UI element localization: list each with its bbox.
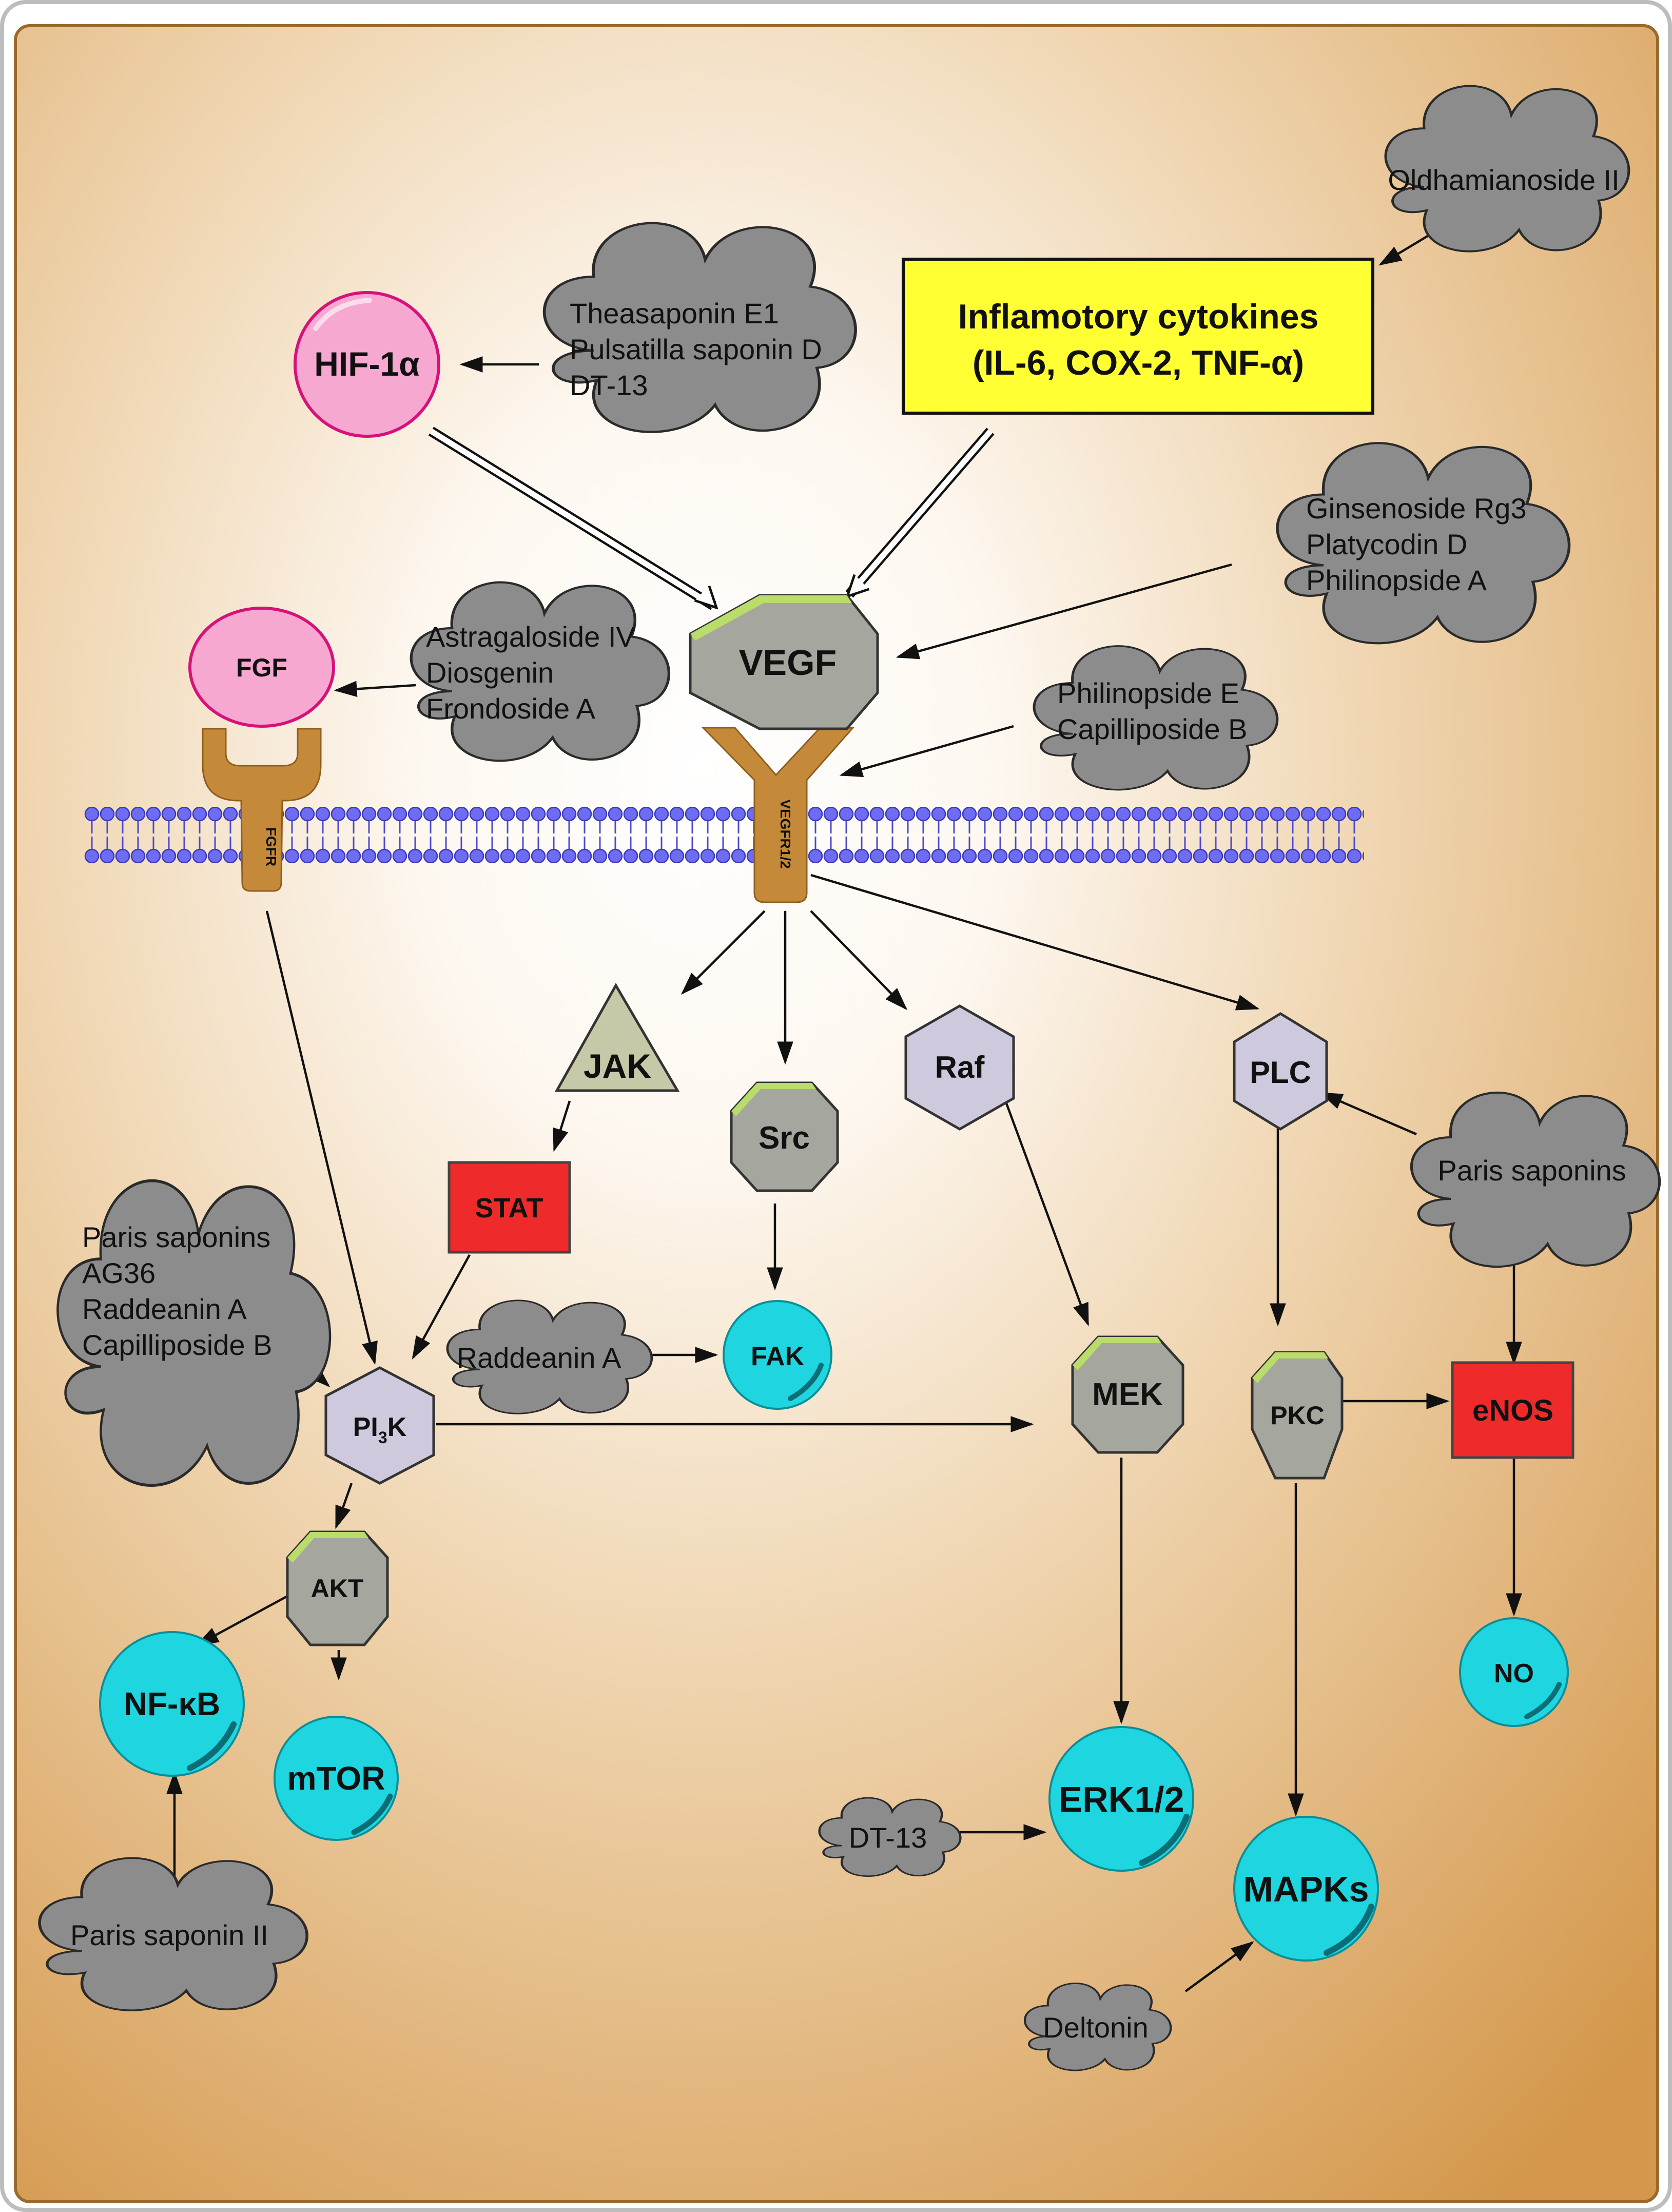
hif1a-node[interactable]: HIF-1α [294, 291, 440, 438]
mtor-label: mTOR [287, 1760, 385, 1797]
cloud-paris-pi3k-line-3: Raddeanin A [82, 1293, 247, 1325]
hif1a-label: HIF-1α [314, 345, 420, 383]
cloud-deltonin[interactable]: Deltonin [1025, 1983, 1171, 2070]
mek-label: MEK [1092, 1377, 1163, 1412]
fak-node[interactable]: FAK [723, 1300, 832, 1410]
plc-label: PLC [1250, 1055, 1311, 1090]
mapks-node[interactable]: MAPKs [1233, 1816, 1379, 1962]
cloud-ginsenoside-line-2: Platycodin D [1306, 528, 1467, 560]
cloud-astragaloside[interactable]: Astragaloside IV Diosgenin Frondoside A [411, 583, 669, 761]
src-label: Src [759, 1120, 810, 1156]
jak-node[interactable]: JAK [554, 982, 680, 1092]
mek-node[interactable]: MEK [1071, 1335, 1184, 1454]
stat-node[interactable]: STAT [448, 1161, 571, 1254]
cytokine-box[interactable]: Inflamotory cytokines (IL-6, COX-2, TNF-… [902, 258, 1374, 415]
jak-label: JAK [584, 1047, 651, 1085]
cloud-philinopside-e[interactable]: Philinopside E Capilliposide B [1034, 646, 1277, 790]
nfkb-node[interactable]: NF-κB [99, 1631, 245, 1777]
cloud-paris-plc-line-1: Paris saponins [1437, 1154, 1626, 1187]
fgf-label: FGF [236, 653, 287, 682]
cloud-astragaloside-line-2: Diosgenin [426, 656, 554, 689]
pi3k-suffix: K [387, 1412, 407, 1442]
fak-label: FAK [751, 1342, 804, 1371]
cloud-paris-pi3k-line-4: Capilliposide B [82, 1329, 272, 1361]
akt-label: AKT [311, 1574, 364, 1603]
nfkb-label: NF-κB [124, 1685, 221, 1722]
cytokine-list: (IL-6, COX-2, TNF-α) [973, 343, 1304, 382]
cell-membrane [84, 807, 1364, 863]
pi3k-subscript: 3 [378, 1428, 387, 1447]
cloud-dt13[interactable]: DT-13 [820, 1798, 961, 1876]
enos-label: eNOS [1472, 1394, 1553, 1427]
cloud-theasaponin-line-3: DT-13 [570, 369, 648, 401]
cloud-theasaponin-line-2: Pulsatilla saponin D [570, 333, 822, 365]
cloud-raddeanin[interactable]: Raddeanin A [448, 1301, 652, 1413]
erk-label: ERK1/2 [1058, 1779, 1184, 1819]
stat-label: STAT [475, 1193, 543, 1224]
cloud-theasaponin-line-1: Theasaponin E1 [570, 297, 779, 329]
cloud-oldhamianoside[interactable]: Oldhamianoside II [1386, 86, 1629, 251]
vegf-node[interactable]: VEGF [689, 594, 879, 730]
fgfr-label: FGFR [263, 827, 279, 866]
cloud-paris-pi3k[interactable]: Paris saponins AG36 Raddeanin A Capillip… [57, 1181, 330, 1486]
cloud-philinopside-e-line-2: Capilliposide B [1057, 713, 1247, 745]
cloud-paris-ii-line-1: Paris saponin II [70, 1919, 268, 1951]
pi3k-node[interactable]: PI3K [324, 1366, 435, 1485]
plc-node[interactable]: PLC [1233, 1012, 1328, 1131]
pi3k-label: PI [353, 1412, 378, 1442]
mapks-label: MAPKs [1243, 1869, 1369, 1909]
fgf-node[interactable]: FGF [188, 607, 335, 728]
fgfr-receptor[interactable]: FGFR [202, 728, 322, 892]
edges [166, 225, 1522, 1992]
no-label: NO [1494, 1659, 1534, 1689]
cloud-oldhamianoside-line-1: Oldhamianoside II [1388, 164, 1619, 196]
erk-node[interactable]: ERK1/2 [1048, 1726, 1194, 1872]
cloud-paris-pi3k-line-1: Paris saponins [82, 1221, 270, 1253]
cloud-ginsenoside-line-1: Ginsenoside Rg3 [1306, 492, 1527, 525]
cloud-paris-pi3k-line-2: AG36 [82, 1257, 155, 1289]
cloud-paris-plc[interactable]: Paris saponins [1411, 1093, 1659, 1267]
cloud-paris-ii[interactable]: Paris saponin II [40, 1858, 307, 2010]
vegfr-receptor[interactable]: VEGFR1/2 [701, 727, 855, 903]
cloud-astragaloside-line-3: Frondoside A [426, 692, 596, 725]
pkc-label: PKC [1270, 1401, 1325, 1430]
cloud-theasaponin[interactable]: Theasaponin E1 Pulsatilla saponin D DT-1… [545, 223, 856, 432]
src-node[interactable]: Src [730, 1081, 839, 1192]
mtor-node[interactable]: mTOR [274, 1716, 399, 1841]
no-node[interactable]: NO [1459, 1617, 1569, 1727]
cloud-ginsenoside[interactable]: Ginsenoside Rg3 Platycodin D Philinopsid… [1277, 443, 1569, 643]
raf-label: Raf [935, 1050, 985, 1084]
cloud-astragaloside-line-1: Astragaloside IV [426, 620, 635, 653]
vegf-label: VEGF [739, 643, 837, 683]
svg-text:PI3K: PI3K [353, 1412, 407, 1447]
enos-node[interactable]: eNOS [1451, 1361, 1574, 1459]
cloud-philinopside-e-line-1: Philinopside E [1057, 677, 1239, 709]
cloud-deltonin-line-1: Deltonin [1043, 2011, 1148, 2044]
raf-node[interactable]: Raf [904, 1004, 1015, 1131]
cloud-ginsenoside-line-3: Philinopside A [1306, 564, 1487, 596]
cloud-dt13-line-1: DT-13 [849, 1821, 927, 1854]
pkc-node[interactable]: PKC [1251, 1351, 1344, 1480]
akt-node[interactable]: AKT [286, 1530, 389, 1646]
vegfr-label: VEGFR1/2 [777, 799, 793, 868]
cytokine-title: Inflamotory cytokines [958, 297, 1319, 336]
cloud-raddeanin-line-1: Raddeanin A [457, 1342, 621, 1374]
